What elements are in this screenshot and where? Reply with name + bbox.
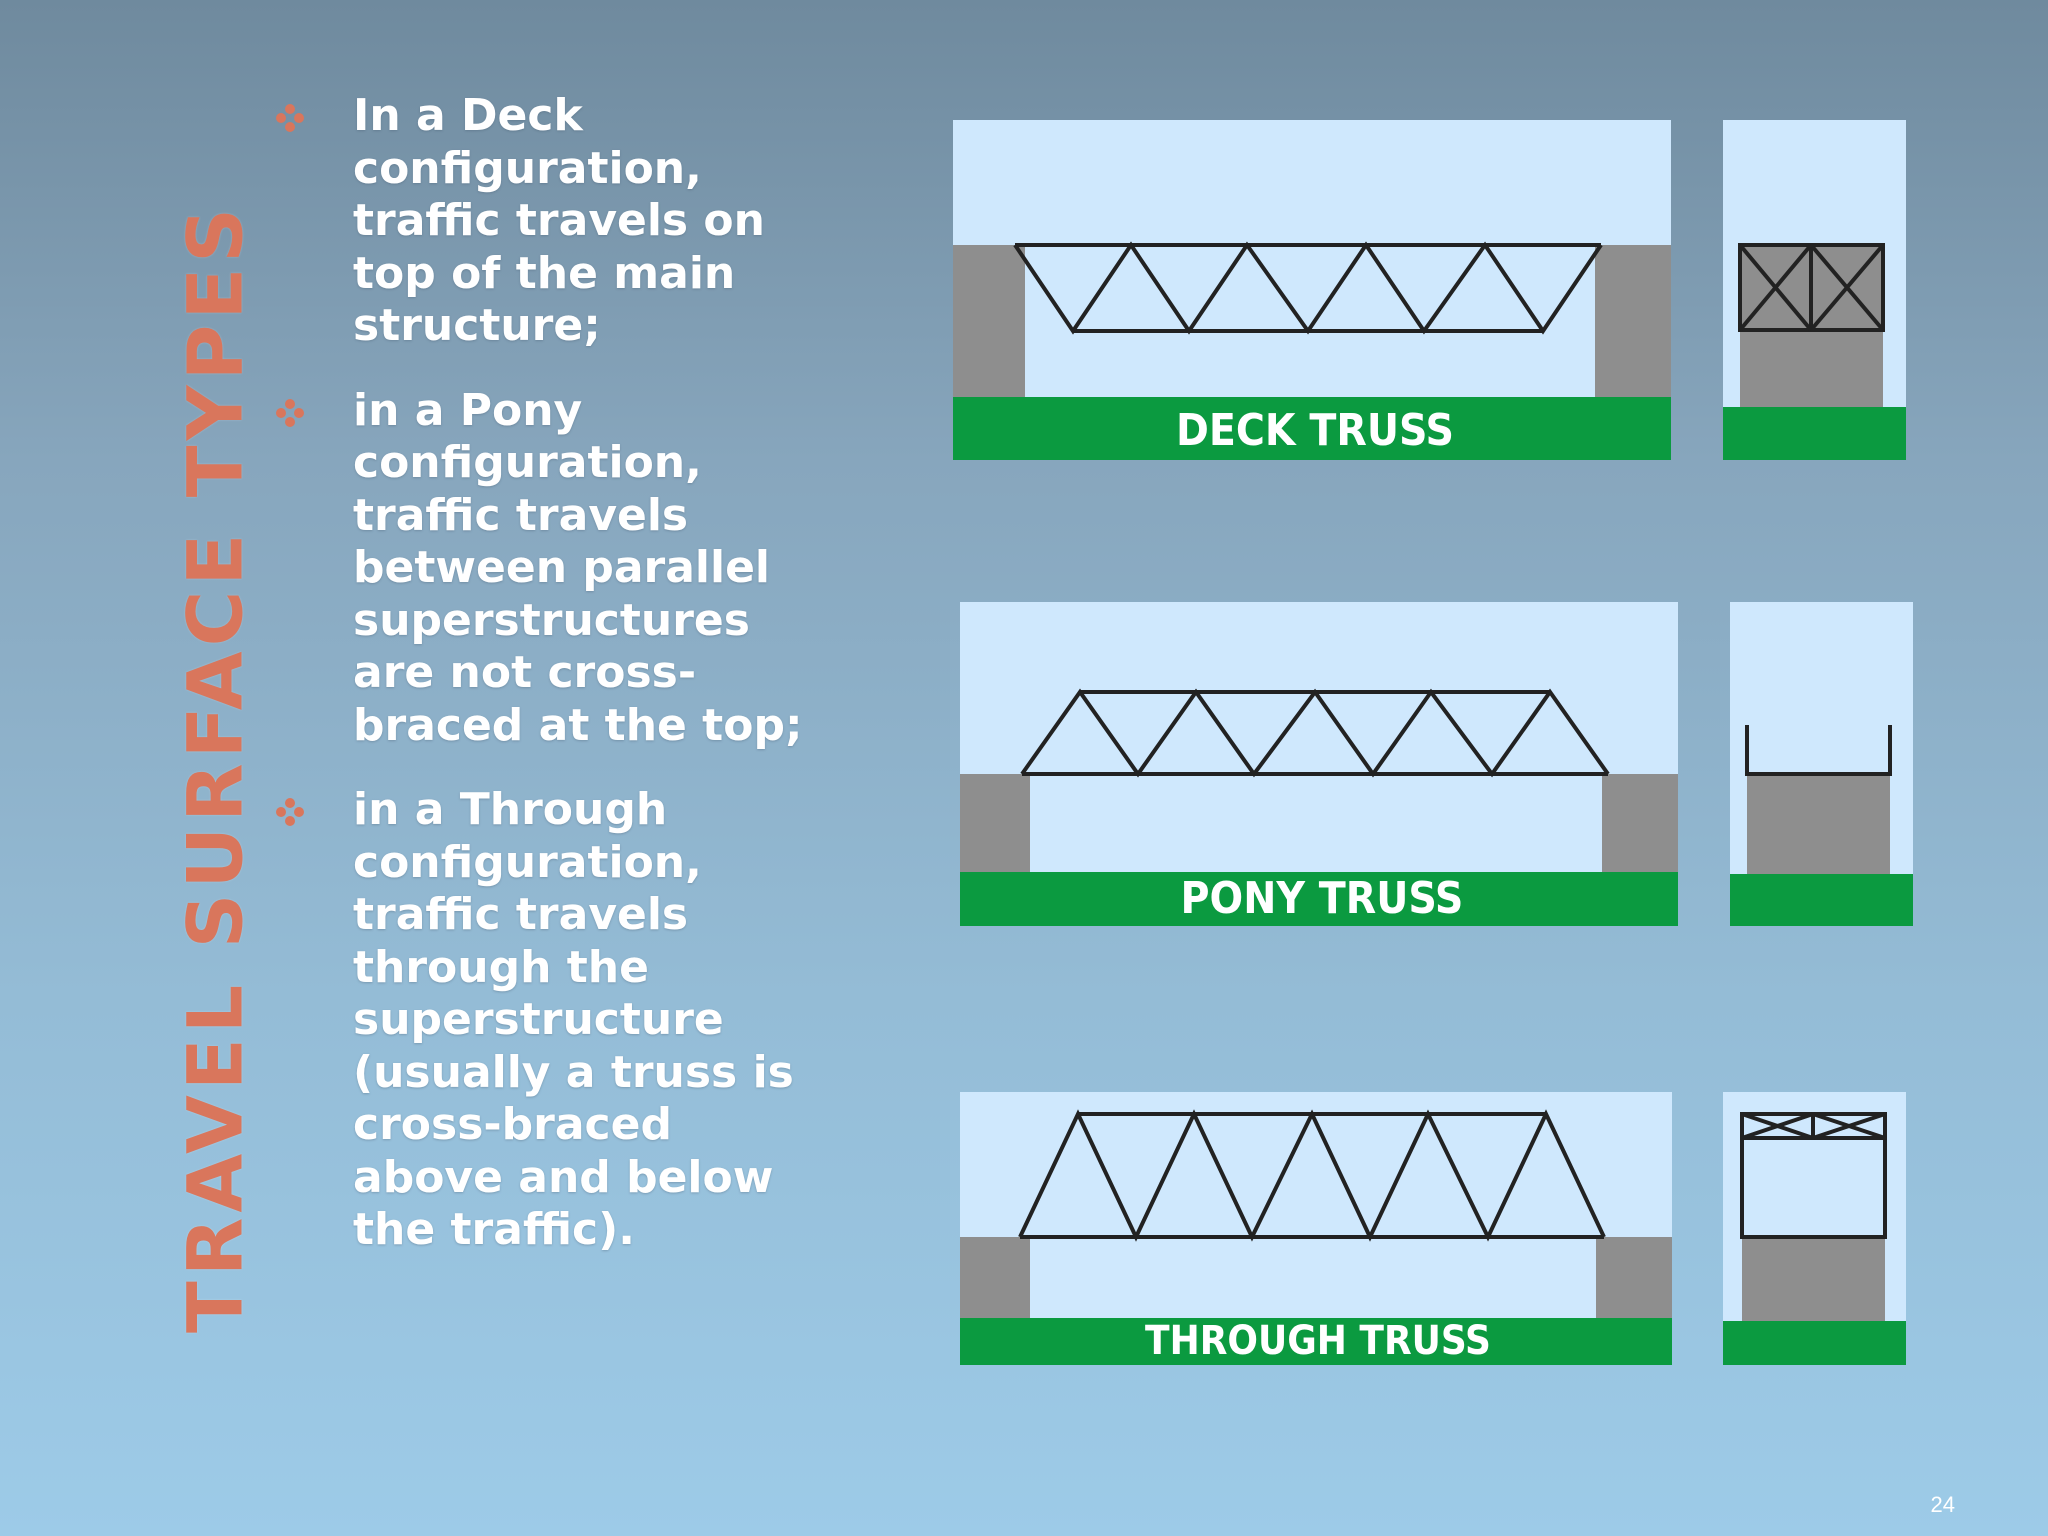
- diamond-bullet-icon: [276, 798, 304, 826]
- deck-truss-side-view: DECK TRUSS: [953, 120, 1671, 460]
- bullet-text: in a Through configuration, traffic trav…: [353, 784, 794, 1255]
- diamond-bullet-icon: [276, 104, 304, 132]
- through-truss-side-view: THROUGH TRUSS: [960, 1092, 1672, 1365]
- deck-truss-end-view: [1723, 120, 1906, 460]
- bullet-deck: In a Deck configuration, traffic travels…: [275, 90, 805, 353]
- bullet-through: in a Through configuration, traffic trav…: [275, 784, 805, 1257]
- bullet-list: In a Deck configuration, traffic travels…: [275, 90, 805, 1289]
- pony-truss-diagram: PONY TRUSS: [960, 602, 1913, 926]
- pony-truss-side-view: PONY TRUSS: [960, 602, 1678, 926]
- through-truss-diagram: THROUGH TRUSS: [960, 1092, 1906, 1365]
- diamond-bullet-icon: [276, 398, 304, 427]
- bullet-text: In a Deck configuration, traffic travels…: [353, 90, 765, 351]
- bullet-text: in a Pony configuration, traffic travels…: [353, 384, 803, 751]
- through-truss-end-view: [1723, 1092, 1906, 1365]
- pony-truss-end-view: [1730, 602, 1913, 926]
- slide-title: TRAVEL SURFACE TYPES: [170, 202, 260, 1334]
- page-number: 24: [1930, 1492, 1955, 1517]
- deck-truss-diagram: DECK TRUSS: [953, 120, 1906, 460]
- through-truss-label: THROUGH TRUSS: [1145, 1318, 1491, 1364]
- deck-truss-label: DECK TRUSS: [1176, 405, 1454, 456]
- pony-truss-label: PONY TRUSS: [1181, 873, 1464, 924]
- bullet-pony: in a Pony configuration, traffic travels…: [275, 385, 805, 753]
